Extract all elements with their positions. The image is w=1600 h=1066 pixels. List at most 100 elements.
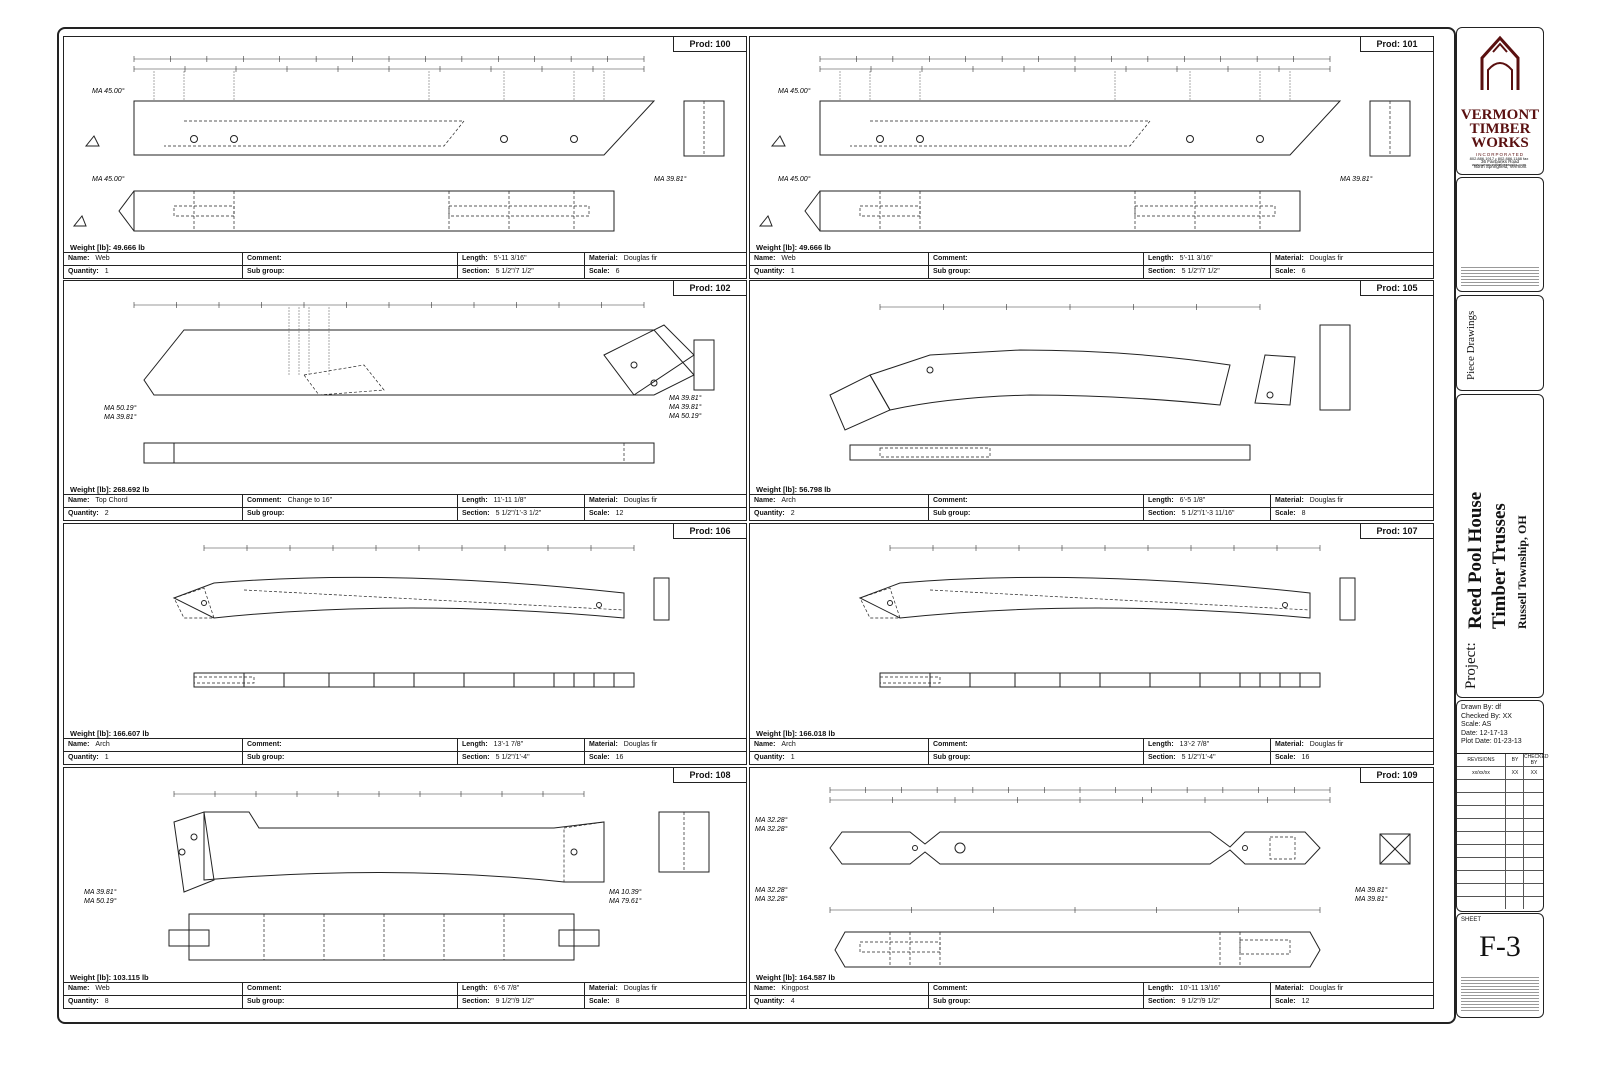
label-quantity: Quantity: (68, 754, 99, 761)
info-scale: Scale:6 (1270, 266, 1433, 278)
label-scale: Scale: (1275, 754, 1296, 761)
info-section: Section:5 1/2"/7 1/2" (1143, 266, 1270, 278)
notes-block (1456, 177, 1544, 292)
value-name: Web (95, 255, 110, 262)
label-material: Material: (1275, 497, 1304, 504)
info-material: Material:Douglas fir (584, 495, 746, 507)
label-comment: Comment: (933, 985, 968, 992)
revisions-table: REVISIONS BY CHECKED BY xx/xx/xx XX XX (1457, 753, 1548, 909)
info-section: Section:5 1/2"/1'-4" (457, 752, 584, 764)
value-scale: 6 (615, 268, 620, 275)
info-section: Section:5 1/2"/1'-3 1/2" (457, 508, 584, 520)
info-material: Material:Douglas fir (1270, 739, 1433, 751)
plot-date: Plot Date: 01-23-13 (1461, 738, 1522, 745)
label-subgroup: Sub group: (247, 510, 285, 517)
value-scale: 8 (1301, 510, 1306, 517)
label-material: Material: (589, 985, 618, 992)
value-section: 9 1/2"/9 1/2" (1181, 998, 1220, 1005)
info-subgroup: Sub group: (242, 752, 457, 764)
label-scale: Scale: (589, 268, 610, 275)
label-name: Name: (68, 985, 90, 992)
label-name: Name: (68, 741, 90, 748)
piece-drawing: MA 32.28°MA 32.28°MA 32.28°MA 32.28°MA 3… (755, 787, 1411, 968)
label-subgroup: Sub group: (247, 754, 285, 761)
info-comment: Comment: (242, 253, 457, 265)
label-name: Name: (754, 497, 776, 504)
svg-text:MA 39.81°: MA 39.81° (1355, 886, 1388, 894)
value-length: 5'-11 3/16" (493, 255, 527, 262)
info-name: Name: Web (64, 253, 241, 265)
label-scale: Scale: (589, 754, 610, 761)
svg-text:MA 50.19°: MA 50.19° (84, 897, 117, 905)
label-length: Length: (462, 741, 488, 748)
sheet-label: SHEET (1461, 917, 1482, 923)
logo-line1: VERMONT (1460, 107, 1540, 123)
piece-drawing: MA 45.00°MA 45.00°MA 39.81° (72, 56, 725, 232)
value-length: 6'-5 1/8" (1179, 497, 1206, 504)
label-name: Name: (68, 255, 90, 262)
label-subgroup: Sub group: (247, 268, 285, 275)
label-scale: Scale: (1275, 998, 1296, 1005)
value-section: 5 1/2"/7 1/2" (495, 268, 534, 275)
label-subgroup: Sub group: (247, 998, 285, 1005)
value-material: Douglas fir (1309, 741, 1344, 748)
logo-line3: WORKS (1471, 135, 1529, 151)
svg-text:MA 32.28°: MA 32.28° (755, 895, 788, 903)
label-quantity: Quantity: (754, 998, 785, 1005)
info-row: Name:Kingpost Comment: Length:10'-11 13/16… (750, 983, 1433, 995)
piece-weight: Weight [lb]: 164.587 lb (756, 973, 836, 982)
label-length: Length: (462, 497, 488, 504)
project-block: Project: Reed Pool House Timber Trusses … (1456, 394, 1544, 698)
info-name: Name:Arch (750, 495, 927, 507)
label-section: Section: (462, 268, 490, 275)
value-section: 5 1/2"/1'-3 11/16" (1181, 510, 1235, 517)
value-length: 6'-6 7/8" (493, 985, 520, 992)
svg-text:MA 10.39°: MA 10.39° (609, 888, 642, 896)
info-scale: Scale:8 (1270, 508, 1433, 520)
label-section: Section: (1148, 998, 1176, 1005)
info-section: Section:9 1/2"/9 1/2" (457, 996, 584, 1008)
info-length: Length:10'-11 13/16" (1143, 983, 1270, 995)
prod-number: Prod: 101 (1360, 37, 1433, 52)
piece-weight: Weight [lb]: 166.018 lb (756, 729, 836, 738)
piece-weight: Weight [lb]: 49.666 lb (756, 243, 831, 252)
info-length: Length: 5'-11 3/16" (457, 253, 584, 265)
info-quantity: Quantity:1 (750, 752, 927, 764)
label-comment: Comment: (933, 497, 968, 504)
label-length: Length: (462, 255, 488, 262)
rev-header: REVISIONS (1467, 757, 1495, 763)
info-quantity: Quantity:2 (750, 508, 927, 520)
info-name: Name:Arch (64, 739, 241, 751)
label-subgroup: Sub group: (933, 510, 971, 517)
label-material: Material: (1275, 985, 1304, 992)
value-material: Douglas fir (623, 741, 658, 748)
value-scale: 16 (615, 754, 624, 761)
svg-text:MA 50.19°: MA 50.19° (669, 412, 702, 420)
info-comment: Comment: (928, 983, 1143, 995)
value-length: 10'-11 13/16" (1179, 985, 1221, 992)
prod-number: Prod: 109 (1360, 768, 1433, 783)
address-1: 36 Fairbanks Road (1480, 159, 1520, 164)
piece-drawing (829, 304, 1351, 461)
value-length: 13'-1 7/8" (493, 741, 524, 748)
info-section: Section: 9 1/2"/9 1/2" (1143, 996, 1270, 1008)
value-quantity: 2 (104, 510, 109, 517)
info-subgroup: Sub group: (242, 508, 457, 520)
label-comment: Comment: (933, 255, 968, 262)
info-name: Name:Kingpost (750, 983, 927, 995)
label-material: Material: (589, 741, 618, 748)
piece-drawing (172, 545, 670, 688)
value-scale: 8 (615, 998, 620, 1005)
info-quantity: Quantity:2 (64, 508, 241, 520)
value-section: 5 1/2"/1'-4" (495, 754, 530, 761)
